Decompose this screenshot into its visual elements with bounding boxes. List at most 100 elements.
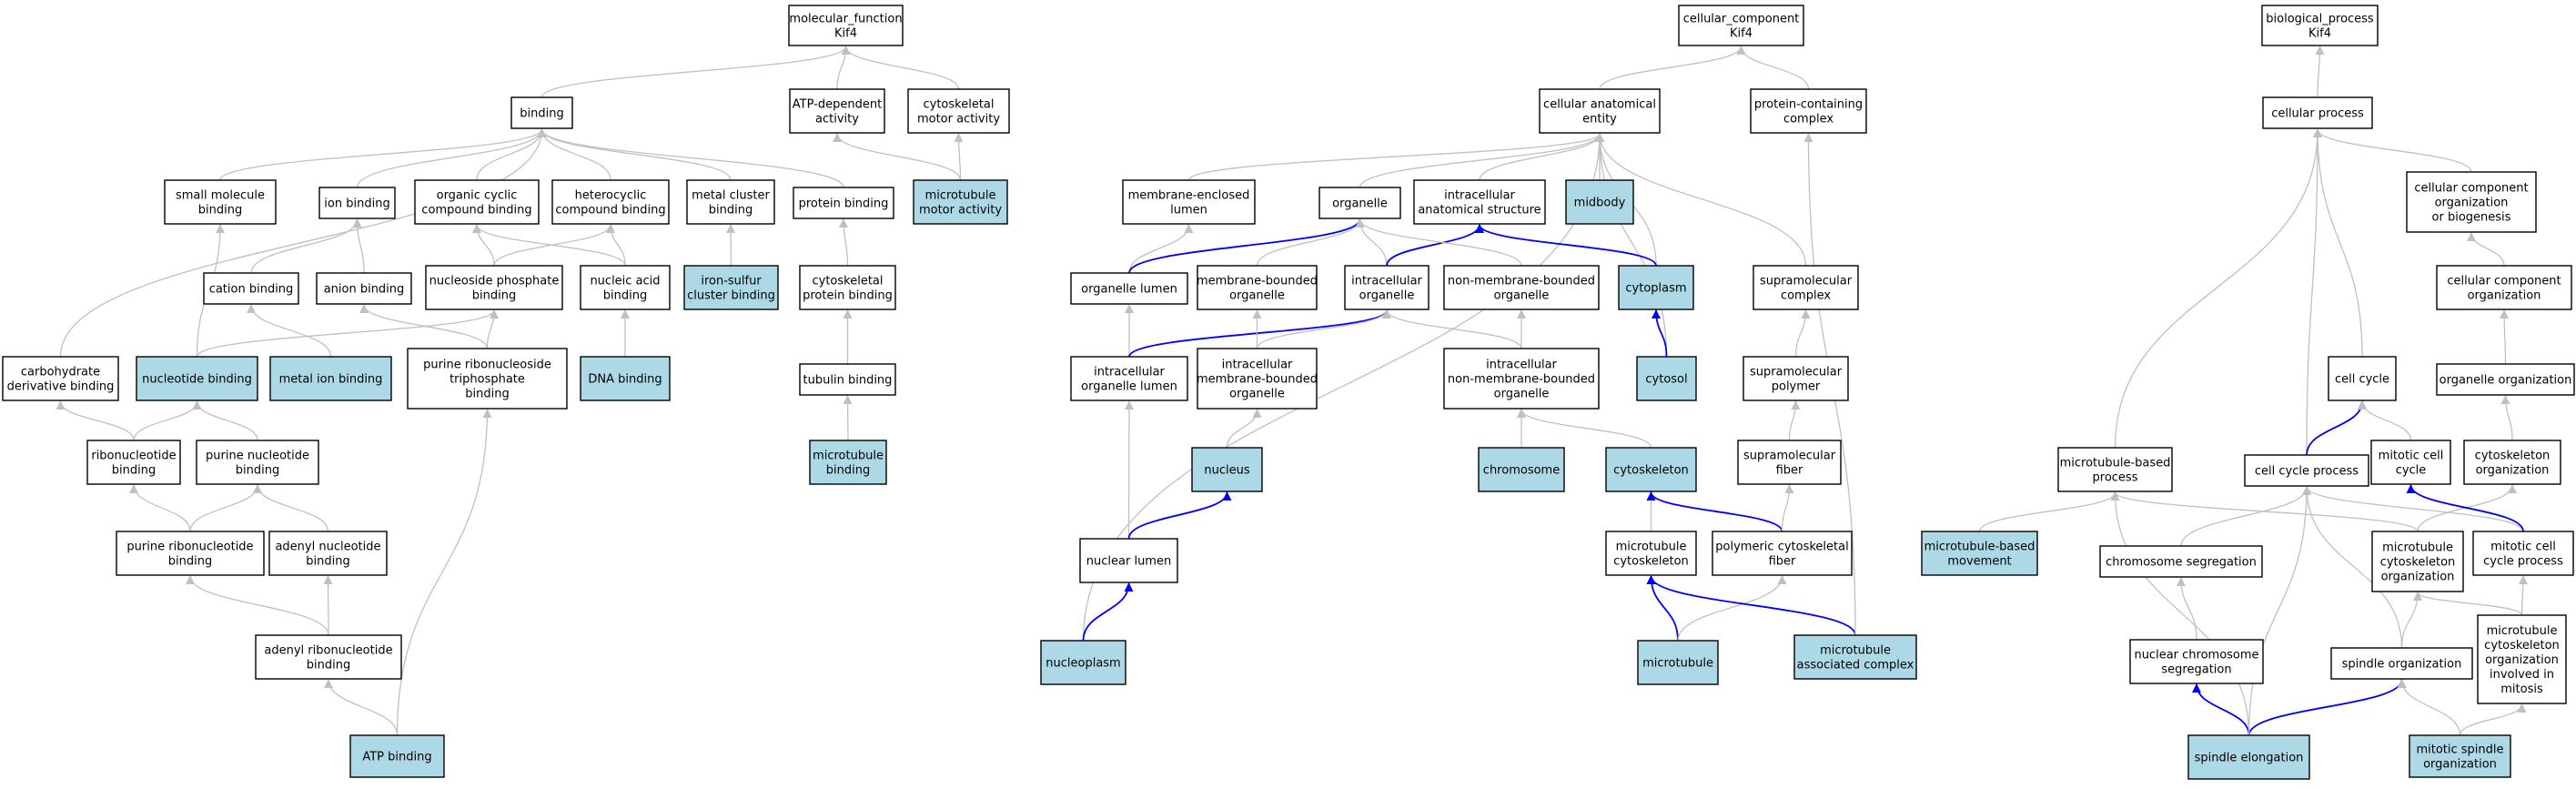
node-cytosol[interactable]: cytosol (1636, 356, 1697, 401)
node-mt-cyto-org-mitosis[interactable]: microtubulecytoskeletonorganizationinvol… (2477, 614, 2567, 704)
edge-adenyl-ribonucleotide-binding-to-adenyl-nucleotide-binding (323, 575, 333, 636)
node-cation-binding[interactable]: cation binding (203, 272, 299, 305)
node-nucleus[interactable]: nucleus (1191, 447, 1263, 492)
edge-cytosol-to-cell-anat-entity (1595, 133, 1668, 358)
node-label-metal-ion-binding-1: metal ion binding (279, 373, 383, 387)
node-cytoplasm[interactable]: cytoplasm (1618, 265, 1694, 310)
node-label-adenyl-ribonucleotide-binding-1: adenyl ribonucleotide (264, 644, 392, 658)
node-label-intracell-nmb-organelle-1: intracellular (1486, 359, 1557, 372)
node-box-midbody (1565, 179, 1634, 225)
node-metal-ion-binding[interactable]: metal ion binding (269, 356, 392, 401)
node-binding[interactable]: binding (510, 96, 573, 129)
node-midbody[interactable]: midbody (1565, 179, 1634, 225)
node-organelle-lumen[interactable]: organelle lumen (1070, 272, 1188, 305)
node-label-tubulin-binding-1: tubulin binding (803, 374, 893, 388)
node-nucleoplasm[interactable]: nucleoplasm (1040, 640, 1126, 685)
node-intracell-nmb-organelle[interactable]: intracellularnon-membrane-boundedorganel… (1443, 348, 1600, 410)
node-tubulin-binding[interactable]: tubulin binding (799, 363, 896, 396)
node-anion-binding[interactable]: anion binding (316, 272, 412, 305)
node-label-mitotic-spindle-organization-2: organization (2423, 758, 2497, 772)
node-label-purine-nucleotide-binding-1: purine nucleotide (206, 450, 309, 463)
node-cell-cycle-process[interactable]: cell cycle process (2244, 454, 2369, 487)
node-label-mt-based-movement-1: microtubule-based (1924, 541, 2036, 554)
node-label-binding-1: binding (520, 107, 563, 121)
node-cellular-process[interactable]: cellular process (2262, 96, 2373, 129)
node-chromosome[interactable]: chromosome (1478, 447, 1565, 492)
edge-protein-binding-to-binding (537, 128, 844, 188)
node-cell-cycle[interactable]: cell cycle (2328, 356, 2397, 401)
node-label-supramolecular-complex-1: supramolecular (1760, 275, 1853, 288)
node-dna-binding[interactable]: DNA binding (580, 356, 671, 401)
node-box-carb-deriv-binding (2, 356, 119, 401)
edge-spindle-organization-to-mt-cyto-organization (2400, 592, 2422, 649)
node-label-non-membrane-bounded-organelle-2: organelle (1494, 289, 1550, 303)
node-cytoskeleton[interactable]: cytoskeleton (1605, 447, 1697, 492)
node-label-mitotic-cell-cycle-1: mitotic cell (2379, 450, 2444, 463)
node-spindle-organization[interactable]: spindle organization (2330, 647, 2473, 680)
node-chromosome-segregation[interactable]: chromosome segregation (2099, 545, 2263, 578)
node-spindle-elongation[interactable]: spindle elongation (2187, 734, 2310, 780)
node-label-anion-binding-1: anion binding (324, 283, 405, 297)
node-label-mt-based-movement-2: movement (1947, 555, 2011, 569)
node-ion-binding[interactable]: ion binding (318, 187, 396, 219)
edge-purine-ribonucleoside-tp-binding-to-anion-binding (359, 304, 489, 349)
node-box-nuclear-lumen (1079, 538, 1178, 583)
node-box-cyto-motor-activity (907, 88, 1010, 134)
node-organelle-organization[interactable]: organelle organization (2436, 363, 2575, 396)
node-nucleotide-binding[interactable]: nucleotide binding (136, 356, 258, 401)
node-atp-binding[interactable]: ATP binding (349, 734, 445, 778)
node-microtubule[interactable]: microtubule (1637, 640, 1719, 685)
node-organelle[interactable]: organelle (1318, 187, 1401, 219)
node-protein-binding[interactable]: protein binding (793, 187, 894, 219)
node-nuclear-lumen[interactable]: nuclear lumen (1079, 538, 1178, 583)
node-box-tubulin-binding (799, 363, 896, 396)
